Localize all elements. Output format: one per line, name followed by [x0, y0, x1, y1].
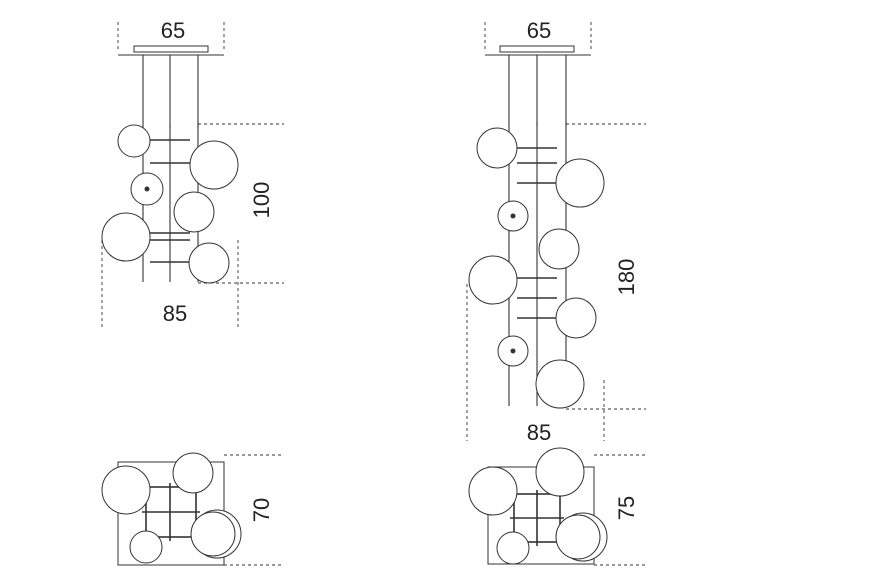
- large-fixture-front-view: 65 180 85: [466, 18, 646, 445]
- large-fixture-plan-view: 75: [468, 447, 646, 566]
- canopy: [499, 45, 575, 53]
- large-depth-label: 75: [614, 496, 639, 520]
- socket-dot: [510, 348, 516, 354]
- socket-dot: [144, 186, 150, 192]
- large-top-width-label: 65: [527, 18, 551, 43]
- canopy: [133, 45, 209, 53]
- glass-globe: [555, 297, 597, 339]
- glass-globe: [496, 531, 530, 565]
- glass-globe: [535, 359, 585, 409]
- large-height-label: 180: [614, 259, 639, 296]
- small-depth-label: 70: [249, 498, 274, 522]
- small-top-width-label: 65: [161, 18, 185, 43]
- small-bottom-width-label: 85: [163, 301, 187, 326]
- small-fixture-front-view: 65 100 85: [101, 18, 284, 327]
- small-height-label: 100: [249, 182, 274, 219]
- glass-globe: [555, 158, 605, 208]
- glass-globe: [535, 447, 585, 497]
- glass-globe: [468, 255, 518, 305]
- glass-globe: [101, 465, 151, 515]
- glass-globe: [188, 242, 230, 284]
- glass-globe: [190, 511, 236, 557]
- glass-globe: [129, 530, 163, 564]
- socket-dot: [510, 213, 516, 219]
- small-fixture-plan-view: 70: [101, 452, 284, 566]
- glass-globe: [189, 140, 239, 190]
- glass-globe: [476, 127, 518, 169]
- glass-globe: [468, 466, 518, 516]
- glass-globe: [173, 191, 215, 233]
- glass-globe: [101, 212, 151, 262]
- large-bottom-width-label: 85: [527, 420, 551, 445]
- glass-globe: [555, 514, 601, 560]
- glass-globe: [117, 124, 151, 158]
- glass-globe: [538, 228, 580, 270]
- glass-globe: [172, 452, 214, 494]
